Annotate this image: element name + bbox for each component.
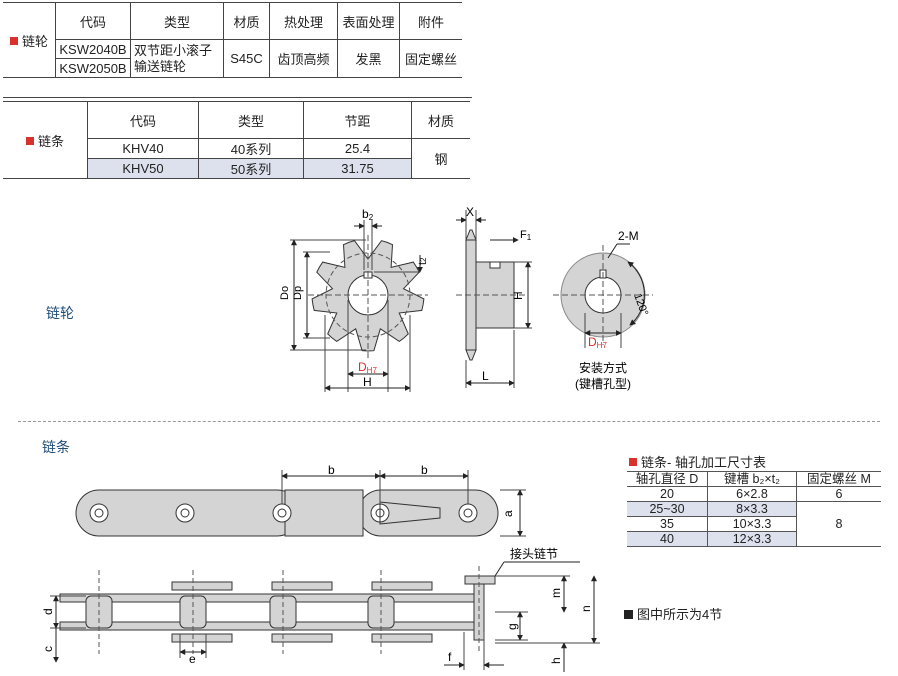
header-code: 代码 — [55, 2, 131, 40]
dim-b2: b2 — [362, 207, 374, 222]
cell-type: 40系列 — [198, 138, 304, 159]
header-accessory: 附件 — [399, 2, 462, 40]
chain-drawing: b b a 接头链节 d — [41, 463, 600, 672]
chain-note: 图中所示为4节 — [624, 604, 722, 623]
dim-g: g — [505, 623, 519, 630]
cell-screw: 8 — [796, 501, 881, 547]
red-square-icon — [9, 36, 18, 45]
table-spacer — [3, 77, 472, 98]
header-type: 类型 — [130, 2, 224, 40]
cell-bore: 25~30 — [627, 501, 708, 517]
dim-H-side: H — [511, 291, 525, 300]
dim-t2: t2 — [417, 257, 429, 265]
bore-table-title: 链条- 轴孔加工尺寸表 — [629, 452, 766, 471]
sprocket-drawing-label: 链轮 — [46, 305, 74, 321]
cell-bore: 40 — [627, 531, 708, 547]
cell-code: KSW2040B — [55, 39, 131, 59]
header-surface: 表面处理 — [337, 2, 400, 40]
sprocket-front-view: Do Dp b2 t2 DH7 H — [279, 207, 429, 392]
dim-h: h — [549, 657, 563, 664]
cell-type: 50系列 — [198, 158, 304, 179]
cell-key: 6×2.8 — [707, 486, 797, 502]
cell-code: KSW2050B — [55, 58, 131, 78]
header-bore: 轴孔直径 D — [627, 471, 708, 487]
red-square-icon — [25, 136, 34, 145]
header-code: 代码 — [87, 101, 199, 139]
dim-c: c — [41, 646, 55, 652]
section-divider — [18, 421, 880, 422]
dim-DH7: DH7 — [358, 360, 377, 375]
dim-b: b — [328, 463, 335, 477]
dim-b-2: b — [421, 463, 428, 477]
cell-material: 钢 — [411, 138, 470, 179]
cell-bore: 35 — [627, 516, 708, 532]
sprocket-install-view: DH7 2-M 120° 安装方式 (键槽孔型) — [553, 229, 653, 391]
red-square-icon — [629, 458, 637, 466]
cell-pitch: 25.4 — [303, 138, 412, 159]
dim-2M: 2-M — [618, 229, 639, 243]
sprocket-drawing: Do Dp b2 t2 DH7 H X F1 — [279, 205, 653, 392]
cell-surface: 发黑 — [337, 39, 400, 78]
dim-f: f — [448, 650, 452, 664]
chain-top-view: b b a — [75, 463, 526, 537]
install-caption-2: (键槽孔型) — [575, 377, 631, 391]
cell-screw: 6 — [796, 486, 881, 502]
header-material: 材质 — [223, 2, 270, 40]
dim-d: d — [41, 608, 55, 615]
cell-pitch: 31.75 — [303, 158, 412, 179]
header-type: 类型 — [198, 101, 304, 139]
chain-spec-table: 链条 代码 类型 节距 材质 KHV40 40系列 25.4 钢 KHV50 5… — [3, 101, 470, 179]
cell-code: KHV50 — [87, 158, 199, 179]
cell-accessory: 固定螺丝 — [399, 39, 462, 78]
header-screw: 固定螺丝 M — [796, 471, 881, 487]
chain-side-view: 接头链节 d c e f g m n h — [41, 546, 600, 672]
install-caption-1: 安装方式 — [579, 360, 627, 375]
header-material: 材质 — [411, 101, 470, 139]
cell-key: 10×3.3 — [707, 516, 797, 532]
header-pitch: 节距 — [303, 101, 412, 139]
dim-a: a — [501, 510, 515, 517]
dim-F1: F1 — [520, 229, 532, 242]
black-square-icon — [624, 610, 633, 619]
dim-L: L — [482, 369, 489, 383]
cell-key: 8×3.3 — [707, 501, 797, 517]
sprocket-spec-table: 链轮 代码 类型 材质 热处理 表面处理 附件 KSW2040B 双节距小滚子输… — [3, 2, 462, 78]
dim-DH7-install: DH7 — [588, 335, 607, 350]
joint-label: 接头链节 — [510, 546, 558, 561]
dim-Do: Do — [279, 286, 291, 300]
dim-X: X — [466, 205, 474, 219]
cell-heat: 齿顶高频 — [269, 39, 338, 78]
cell-key: 12×3.3 — [707, 531, 797, 547]
section-label-sprocket: 链轮 — [3, 2, 56, 78]
dim-Dp: Dp — [292, 286, 304, 300]
chain-drawing-label: 链条 — [42, 439, 70, 455]
sprocket-side-view: X F1 H L — [456, 205, 532, 388]
header-heat: 热处理 — [269, 2, 338, 40]
dim-H: H — [363, 375, 372, 389]
cell-material: S45C — [223, 39, 270, 78]
dim-e: e — [189, 652, 196, 666]
dim-n: n — [579, 605, 593, 612]
bore-table: 轴孔直径 D 键槽 b₂×t₂ 固定螺丝 M 20 6×2.8 6 25~30 … — [627, 471, 881, 547]
cell-bore: 20 — [627, 486, 708, 502]
section-label-chain: 链条 — [3, 101, 88, 179]
header-key: 键槽 b₂×t₂ — [707, 471, 797, 487]
dim-m: m — [549, 588, 563, 598]
cell-code: KHV40 — [87, 138, 199, 159]
cell-type: 双节距小滚子输送链轮 — [130, 39, 224, 78]
